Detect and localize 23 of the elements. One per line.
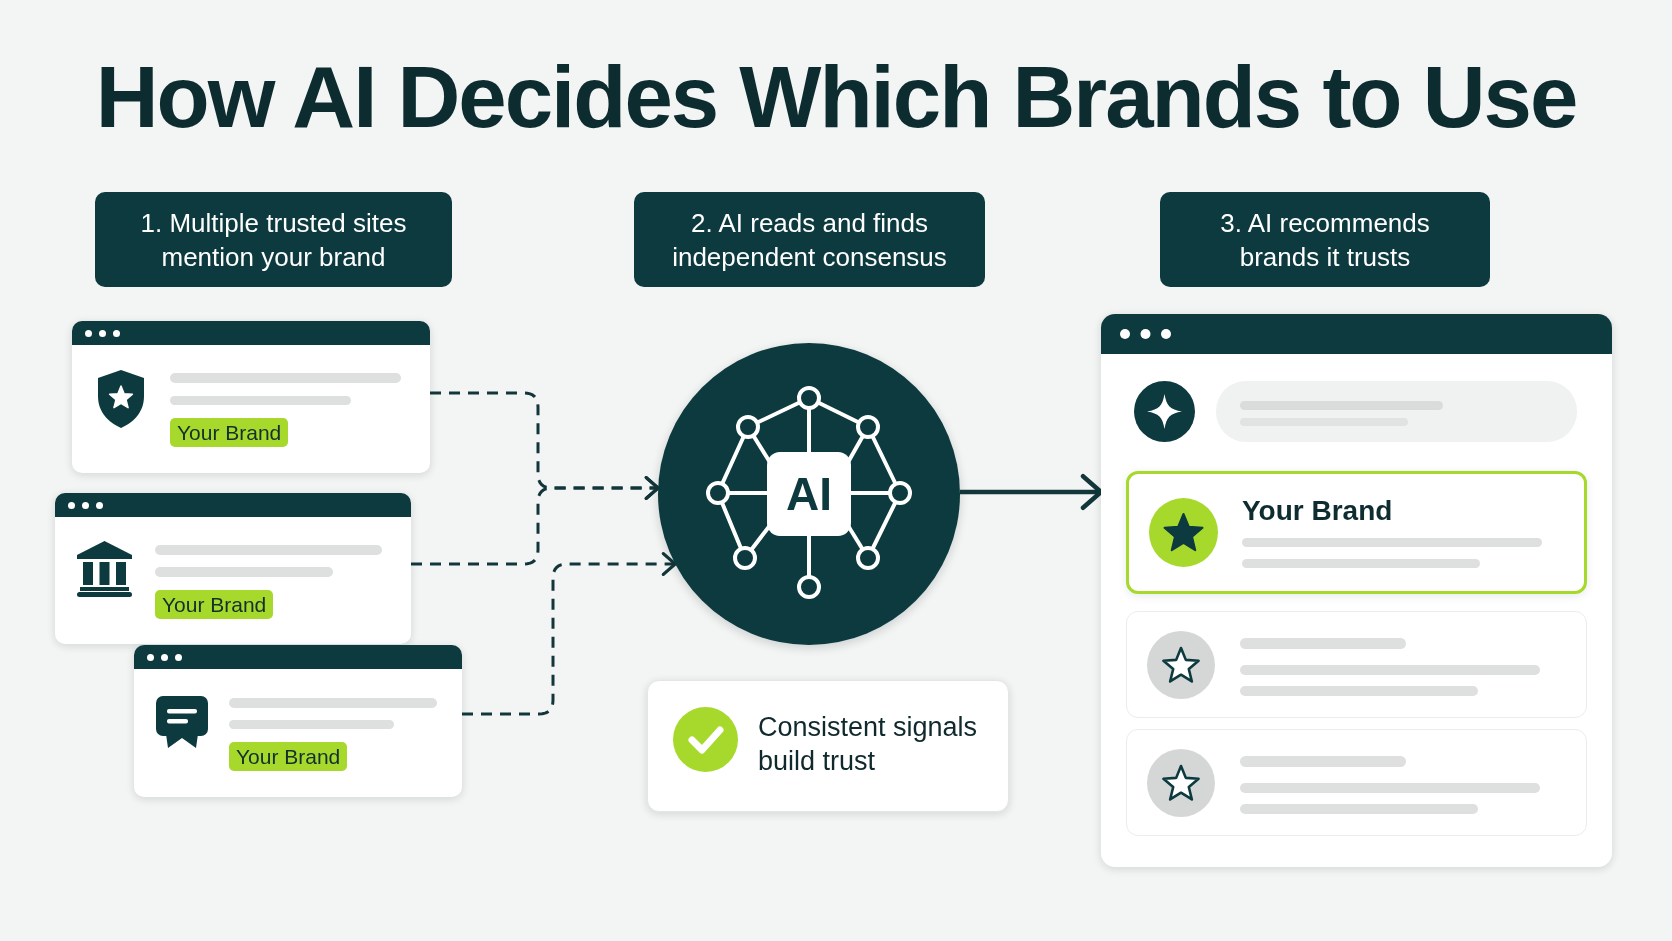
step-header [1160,192,1490,287]
highlight-tag: Your Brand [155,590,274,619]
highlighted-result-card [1126,471,1587,594]
dashed-arrow [462,552,677,716]
highlight-tag: Your Brand [229,742,348,771]
browser-window [1101,314,1612,867]
title: How AI Decides Which Brands to Use [95,47,1577,147]
step-title: 1. Multiple trusted sites mention your brand [139,206,408,274]
note-text: Consistent signals build trust [758,711,979,778]
site-card [134,645,462,797]
step-title: 3. AI recommends brands it trusts [1219,206,1431,274]
site-card [55,493,411,644]
highlight-tag: Your Brand [170,418,289,447]
result-title: Your Brand [1242,494,1393,528]
step-header [95,192,452,287]
site-card [72,321,430,473]
result-card [1126,729,1587,836]
step-title: 2. AI reads and finds independent consensus [671,206,948,274]
step-header [634,192,985,287]
dashed-arrow [411,476,660,566]
ai-label: AI [767,452,851,536]
result-card [1126,611,1587,718]
note-card [647,680,1009,812]
